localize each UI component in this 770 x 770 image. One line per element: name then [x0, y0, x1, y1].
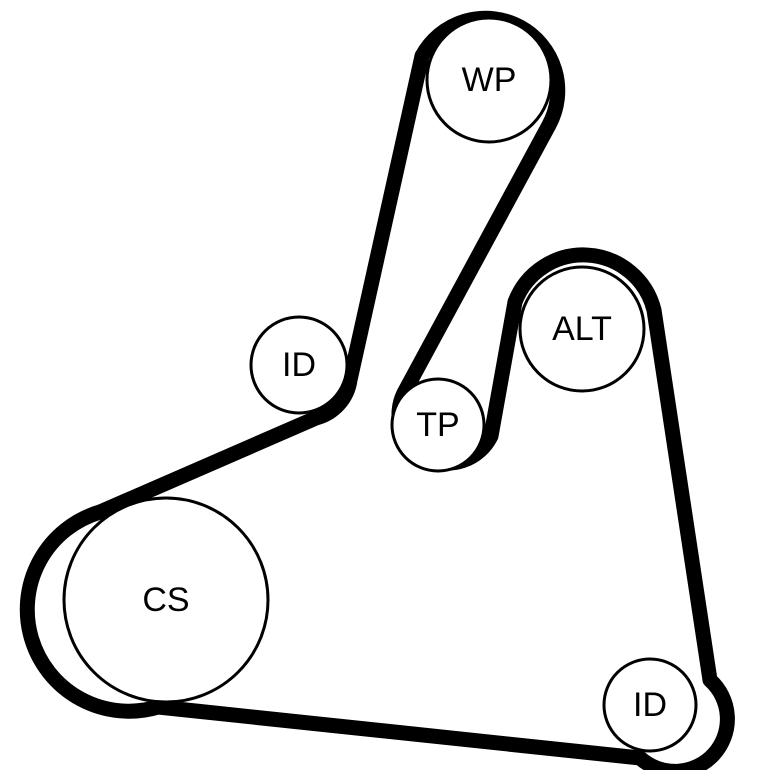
pulley-wp-circle	[425, 16, 553, 144]
pulley-alt: ALT	[518, 265, 646, 393]
pulley-idler-upper: ID	[249, 315, 349, 415]
pulley-cs-circle	[62, 496, 270, 704]
drive-belt	[19, 10, 735, 770]
pulley-idler-lower-circle	[602, 657, 698, 753]
pulley-alt-circle	[518, 265, 646, 393]
pulley-wp: WP	[425, 16, 553, 144]
pulley-cs: CS	[62, 496, 270, 704]
pulley-wp-label: WP	[462, 61, 517, 99]
pulley-idler-lower: ID	[602, 657, 698, 753]
pulley-idler-lower-label: ID	[633, 686, 667, 724]
pulley-cs-label: CS	[142, 581, 189, 619]
pulley-idler-upper-label: ID	[282, 346, 316, 384]
pulley-tp: TP	[390, 377, 486, 473]
pulley-idler-upper-circle	[249, 315, 349, 415]
pulley-tp-circle	[390, 377, 486, 473]
pulley-alt-label: ALT	[552, 310, 612, 348]
pulley-tp-label: TP	[416, 406, 459, 444]
